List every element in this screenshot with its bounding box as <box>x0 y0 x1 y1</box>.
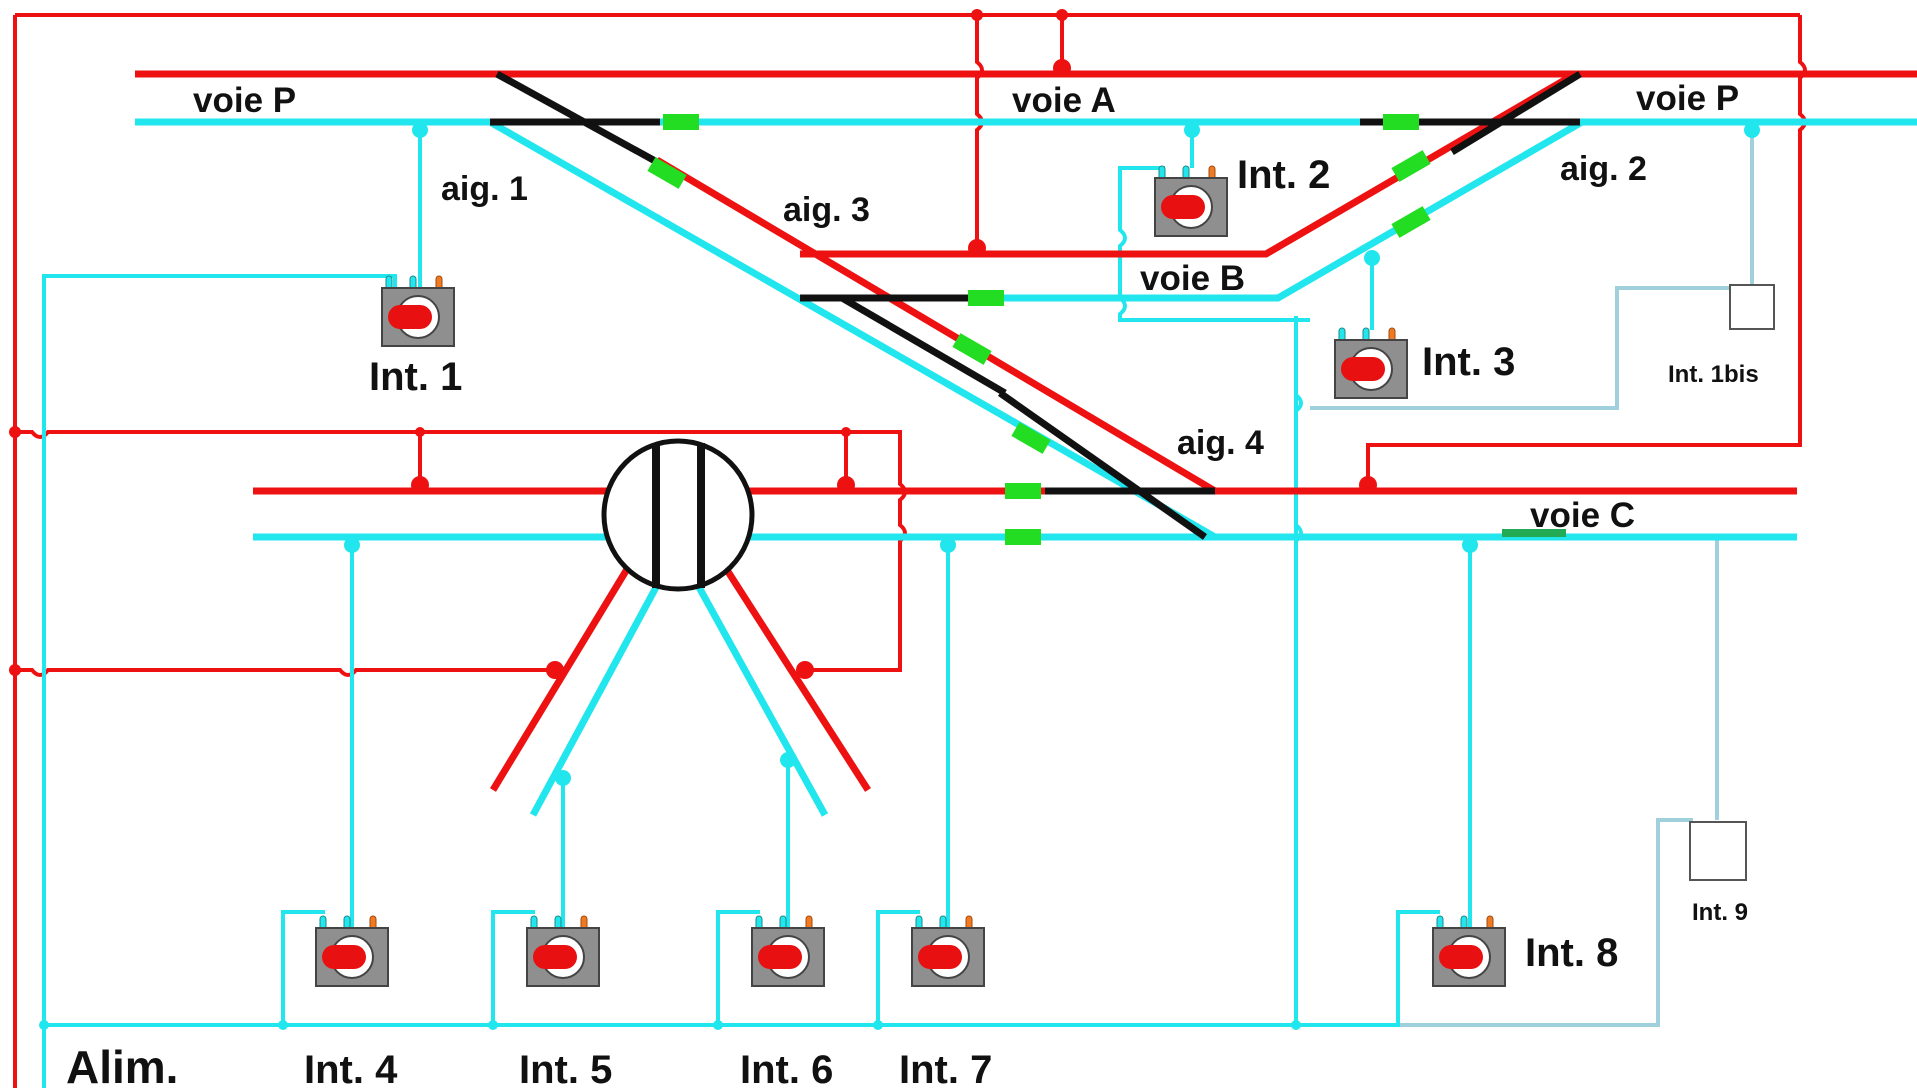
cyan-feeder-wires <box>42 122 1472 1088</box>
label-int-2: Int. 2 <box>1237 153 1330 197</box>
int-1bis-push-button[interactable] <box>1729 284 1775 330</box>
turntable-spurs <box>490 554 871 817</box>
label-int-1: Int. 1 <box>369 355 462 399</box>
label-voie-p-left: voie P <box>193 81 296 120</box>
insulating-joints <box>647 114 1566 545</box>
label-voie-p-right: voie P <box>1636 79 1739 118</box>
track-diagonal <box>488 118 1217 541</box>
int-1-switch[interactable] <box>381 275 455 347</box>
int-8-switch[interactable] <box>1432 915 1506 987</box>
int-6-switch[interactable] <box>751 915 825 987</box>
label-alim: Alim. <box>66 1041 178 1088</box>
black-frog-sections <box>490 70 1582 540</box>
label-int-5: Int. 5 <box>519 1048 612 1088</box>
label-int-1bis: Int. 1bis <box>1668 361 1759 388</box>
label-aig-4: aig. 4 <box>1177 424 1264 462</box>
red-connection-dots <box>9 9 1377 679</box>
push-button-wires <box>1310 122 1754 1027</box>
label-voie-b: voie B <box>1140 259 1245 298</box>
label-int-7: Int. 7 <box>899 1048 992 1088</box>
int-9-push-button[interactable] <box>1689 821 1747 881</box>
int-5-switch[interactable] <box>526 915 600 987</box>
label-int-3: Int. 3 <box>1422 340 1515 384</box>
track-voie-p <box>135 70 1917 126</box>
label-int-4: Int. 4 <box>304 1048 398 1088</box>
cyan-connection-dots <box>39 122 1760 1030</box>
turntable-icon <box>601 438 755 592</box>
label-voie-a: voie A <box>1012 81 1116 120</box>
int-4-switch[interactable] <box>315 915 389 987</box>
label-aig-3: aig. 3 <box>783 191 870 229</box>
label-int-8: Int. 8 <box>1525 931 1618 975</box>
label-int-6: Int. 6 <box>740 1048 833 1088</box>
label-int-9: Int. 9 <box>1692 899 1748 926</box>
int-3-switch[interactable] <box>1334 327 1408 399</box>
int-2-switch[interactable] <box>1154 165 1228 237</box>
label-aig-2: aig. 2 <box>1560 150 1647 188</box>
label-aig-1: aig. 1 <box>441 170 528 208</box>
label-voie-c: voie C <box>1530 496 1635 535</box>
int-7-switch[interactable] <box>911 915 985 987</box>
